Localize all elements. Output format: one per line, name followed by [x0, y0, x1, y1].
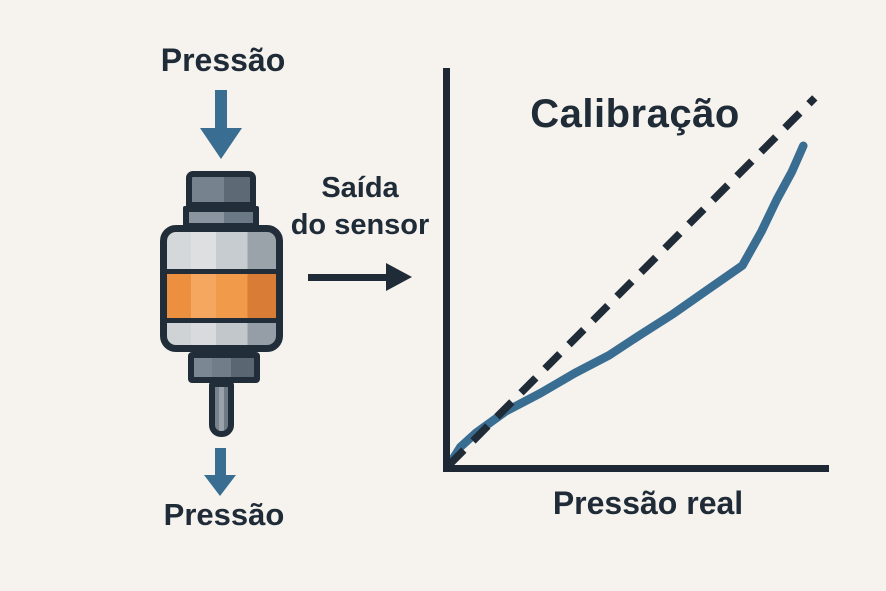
arrow-shaft: [215, 90, 227, 129]
sensor-body: [160, 225, 283, 352]
sensor-body-gray-bottom: [167, 323, 276, 345]
arrow-head: [204, 475, 236, 496]
arrow-head: [386, 263, 412, 291]
sensor-top-cap: [186, 171, 256, 208]
pressure-down-arrow-icon: [200, 90, 242, 160]
pressure-top-label: Pressão: [160, 42, 286, 78]
calibration-plot: [443, 68, 829, 472]
sensor-bottom-collar: [188, 352, 260, 383]
chart-title: Calibração: [530, 92, 740, 136]
sensor-body-gray-top: [167, 232, 276, 269]
sensor-orange-band: [167, 274, 276, 318]
right-arrow-icon: [308, 263, 412, 291]
sensor-output-label-line2: do sensor: [290, 208, 430, 241]
x-axis-label: Pressão real: [552, 485, 744, 521]
ideal-dashed-line: [446, 95, 818, 468]
pressure-bottom-label: Pressão: [163, 497, 285, 532]
sensor-body-divider: [167, 269, 276, 274]
sensor-output-label-line1: Saída: [321, 172, 399, 204]
arrow-shaft: [308, 274, 388, 281]
sensor-body-divider: [167, 318, 276, 323]
pressure-sensor-icon: [160, 170, 283, 438]
arrow-shaft: [215, 448, 226, 476]
sensor-output-label: Saída do sensor: [268, 170, 452, 243]
sensor-response-curve: [444, 141, 808, 470]
sensor-stem: [209, 381, 234, 437]
arrow-head: [200, 128, 242, 159]
pressure-down-arrow-small-icon: [204, 448, 237, 496]
